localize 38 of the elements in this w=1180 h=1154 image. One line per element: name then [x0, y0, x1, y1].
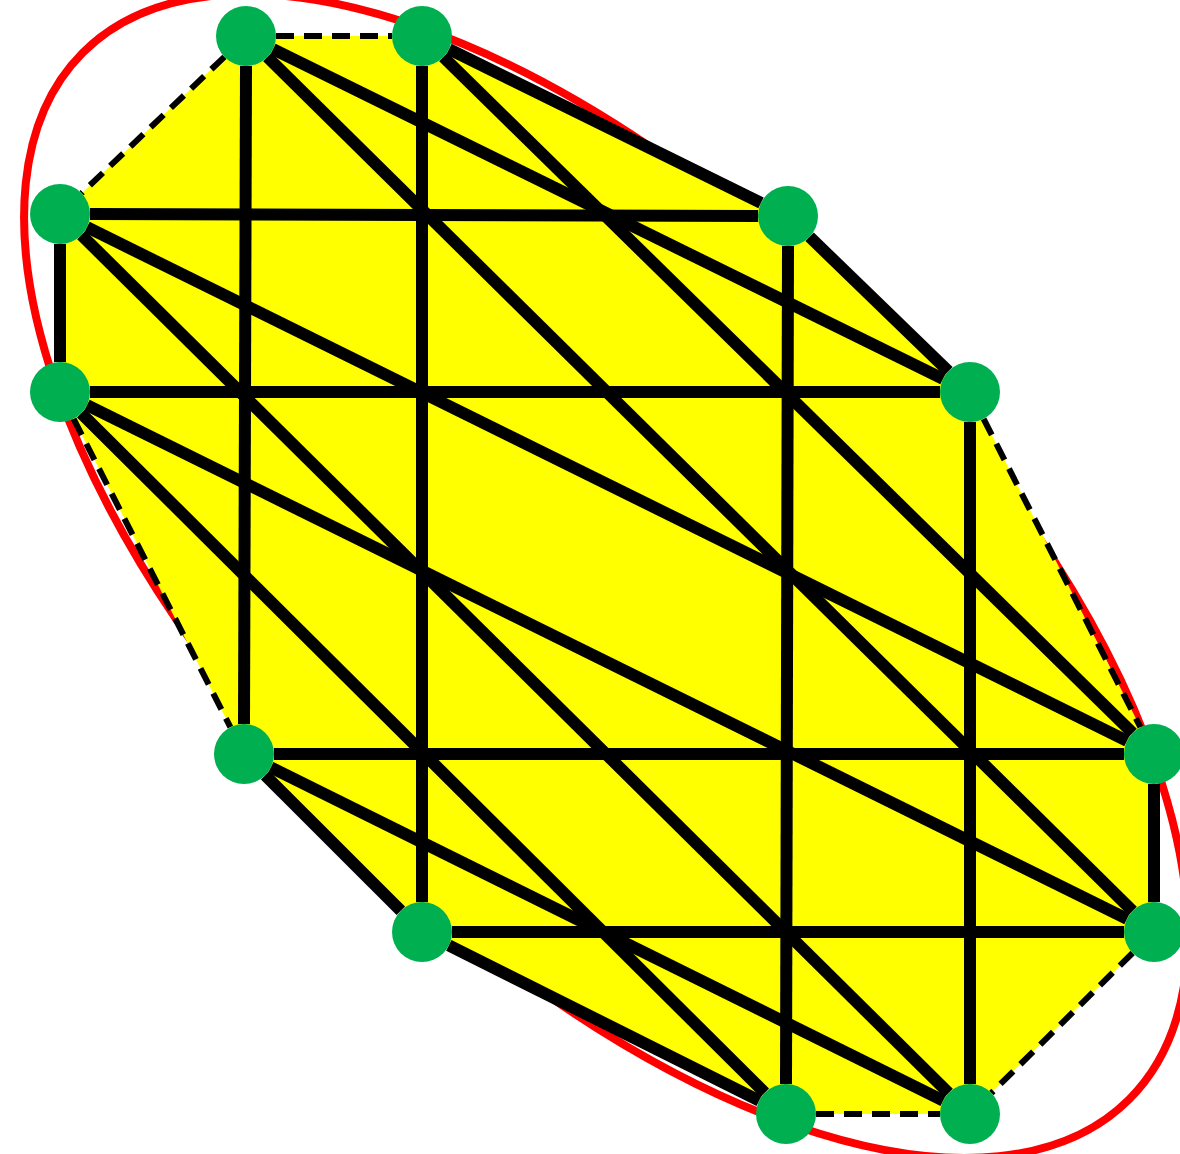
connector-line: [90, 208, 758, 222]
dashed-line: [79, 54, 227, 196]
vertex-dot: [214, 724, 274, 784]
connector-line: [268, 762, 946, 1106]
connector-line: [274, 748, 1124, 760]
dashed-line: [276, 33, 392, 39]
connector-line: [76, 408, 770, 1098]
connector-line: [263, 52, 1137, 916]
vertex-dot: [758, 186, 818, 246]
connector-line: [439, 52, 1137, 738]
vertex-dot: [216, 6, 276, 66]
connector-line: [446, 43, 764, 209]
vertex-dot: [392, 6, 452, 66]
dashed-line: [816, 1111, 940, 1117]
dashed-line: [70, 417, 234, 729]
dashed-line: [989, 950, 1135, 1096]
connector-line: [77, 230, 953, 1098]
connector-line: [84, 221, 1130, 747]
vertex-dot: [940, 362, 1000, 422]
connector-line: [90, 386, 940, 398]
vertex-dot: [30, 184, 90, 244]
connector-line: [805, 232, 953, 376]
connector-line: [964, 422, 976, 1084]
connector-line: [260, 770, 406, 916]
vertex-dot: [30, 362, 90, 422]
connector-line: [84, 399, 1130, 925]
vertex-dot: [392, 902, 452, 962]
connector-line: [452, 926, 1124, 938]
connector-line: [416, 66, 428, 902]
dashed-line: [980, 417, 1144, 729]
vertex-dot: [940, 1084, 1000, 1144]
connector-line: [780, 246, 794, 1084]
connector-line: [446, 940, 762, 1106]
connector-line: [270, 43, 946, 385]
connector-line: [238, 66, 252, 724]
connector-line: [1148, 784, 1160, 902]
vertex-dot: [1124, 902, 1180, 962]
connector-line: [54, 244, 66, 362]
